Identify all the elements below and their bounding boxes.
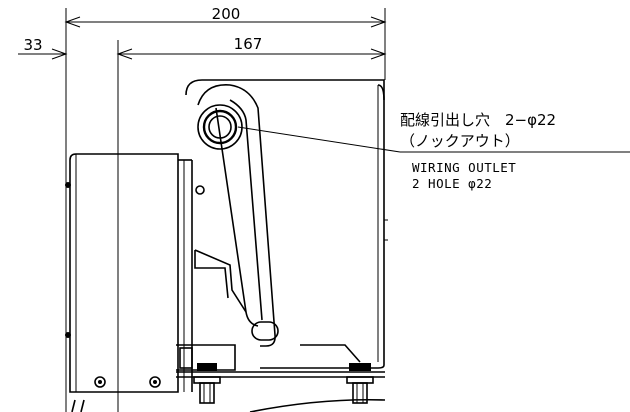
dimension-label-167: 167 — [234, 35, 263, 53]
bolt-icon — [349, 363, 371, 371]
screw-icon — [195, 185, 205, 195]
motor-housing — [185, 79, 388, 369]
screw-icon — [65, 182, 71, 188]
callout-jp-line1: 配線引出し穴 2−φ22 — [400, 111, 556, 129]
screw-icon — [65, 332, 71, 338]
dimension-inner: 167 — [116, 35, 387, 412]
screw-icon — [94, 376, 106, 388]
callout-jp-line2: （ノックアウト） — [400, 132, 520, 150]
callout-en-line2: 2 HOLE φ22 — [412, 176, 492, 191]
screw-icon — [149, 376, 161, 388]
callout-en-line1: WIRING OUTLET — [412, 160, 516, 175]
terminal-box — [65, 153, 205, 393]
leader-line — [237, 126, 401, 153]
dimension-overall: 200 — [64, 5, 387, 80]
bolt-icon — [197, 363, 217, 371]
dimension-label-200: 200 — [212, 5, 241, 23]
knockout-hole — [197, 104, 243, 150]
dimension-label-33: 33 — [23, 36, 42, 54]
dimension-offset: 33 — [18, 36, 68, 412]
base-feet — [71, 344, 386, 412]
bracket-arm — [194, 84, 279, 347]
